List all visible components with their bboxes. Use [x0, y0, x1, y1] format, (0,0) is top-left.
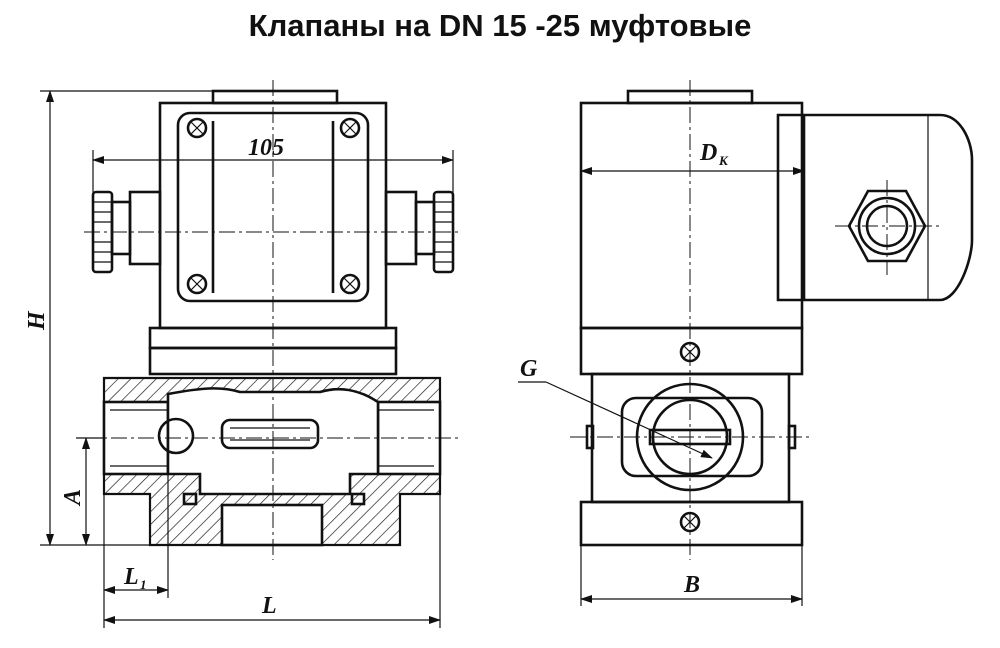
dim-Dk-subscript: К [718, 153, 729, 168]
drawing-title: Клапаны на DN 15 -25 муфтовые [248, 8, 752, 43]
cover-screw-top-right [339, 117, 361, 139]
front-bonnet [148, 346, 398, 376]
dim-H-label: H [24, 310, 50, 331]
cover-screw-top-left [186, 117, 208, 139]
dim-105-label: 105 [248, 135, 284, 161]
front-view: 105 H A L 1 L [24, 80, 462, 628]
cover-screw-bottom-left [186, 273, 208, 295]
dim-Dk-label: D [699, 140, 717, 166]
dim-L1-label: L [123, 564, 139, 590]
side-connector-box [776, 113, 974, 302]
side-base-plate [579, 500, 804, 547]
dim-B-label: B [683, 572, 700, 598]
dim-A-label: A [60, 489, 86, 507]
side-coil-housing [579, 101, 804, 330]
right-cable-gland [384, 190, 455, 274]
dim-L-label: L [261, 593, 277, 619]
dim-G-label: G [520, 356, 538, 382]
cover-screw-bottom-right [339, 273, 361, 295]
side-view: D К G B [518, 80, 974, 606]
front-top-cap [211, 89, 339, 105]
valve-body-section [102, 376, 442, 547]
dim-L1-subscript: 1 [140, 577, 147, 592]
